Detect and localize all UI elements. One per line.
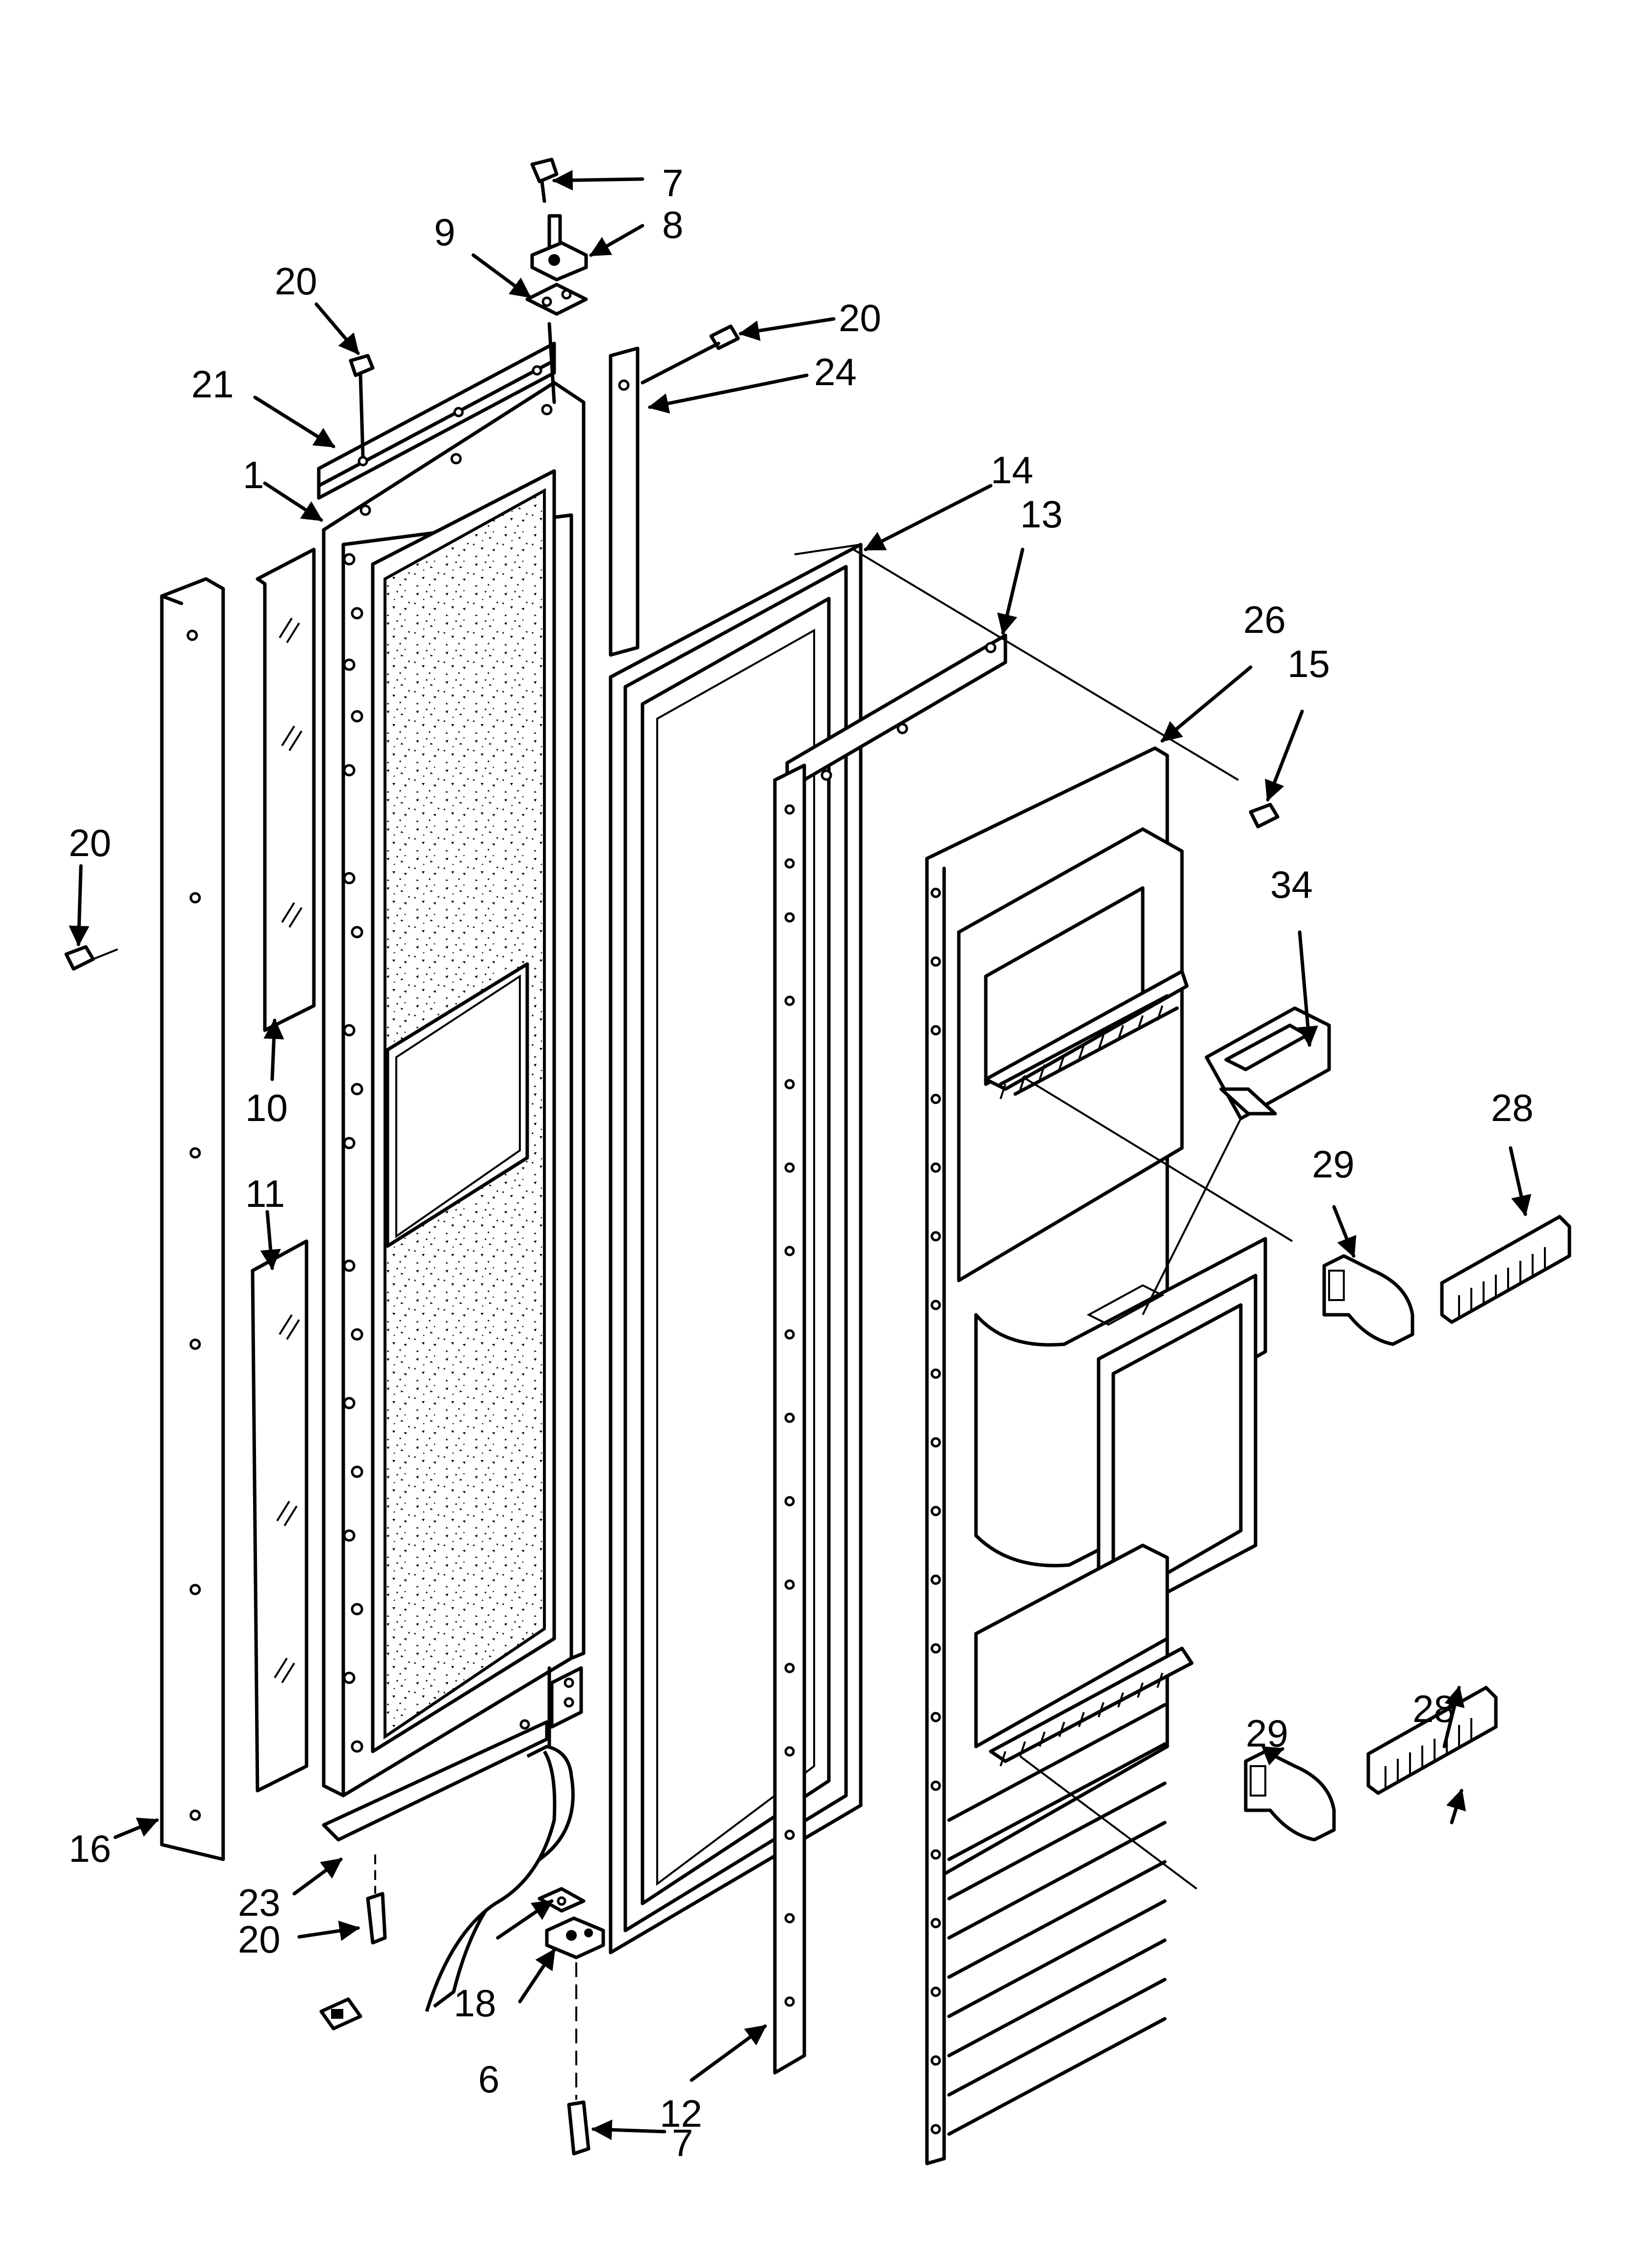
- callout-21: 21: [191, 363, 234, 406]
- callout-8: 8: [662, 203, 683, 246]
- callout-20-top-right: 20: [839, 296, 881, 339]
- strip-12-holes: [784, 804, 795, 2007]
- callout-12: 12: [660, 2092, 702, 2135]
- callout-28-lower: 28: [1412, 1687, 1455, 1730]
- callout-29-upper: 29: [1312, 1143, 1355, 1186]
- glass-panel-11: [251, 1239, 308, 1793]
- callout-14: 14: [991, 448, 1033, 492]
- callout-29-lower: 29: [1246, 1712, 1288, 1755]
- door-screw-holes: [343, 404, 553, 1753]
- callout-28-upper: 28: [1491, 1086, 1534, 1129]
- callout-18: 18: [454, 1981, 496, 2025]
- callout-20-top-left: 20: [275, 260, 317, 303]
- leader-lines: [69, 170, 1532, 2140]
- screw-20-top-left: [349, 354, 375, 458]
- callout-24: 24: [814, 350, 857, 393]
- screw-20-left: [64, 945, 118, 971]
- shim-9: [525, 283, 588, 404]
- callout-1: 1: [243, 453, 264, 496]
- shim-18: [538, 1887, 586, 1913]
- callout-34: 34: [1270, 863, 1313, 906]
- hinge-pin-8: [530, 214, 588, 282]
- callout-11: 11: [245, 1172, 285, 1215]
- door-panel-1: [322, 381, 586, 1798]
- lever-29-lower: [1244, 1749, 1336, 1842]
- door-liner-26: [852, 548, 1293, 2165]
- side-strip-12: [773, 763, 806, 2075]
- bottom-bracket-23: [322, 1719, 549, 1842]
- callout-16: 16: [69, 1827, 111, 1870]
- callout-13: 13: [1020, 493, 1063, 536]
- glass-panel-10: [256, 547, 316, 1032]
- hinge-plate-bottom: [550, 1666, 583, 1729]
- grille-28-upper: [1440, 1215, 1571, 1324]
- lever-29-upper: [1322, 1254, 1414, 1346]
- screw-20-bottom: [366, 1854, 387, 1945]
- callout-9: 9: [434, 210, 455, 254]
- screw-15: [1249, 803, 1280, 829]
- hinge-bracket-21: [317, 341, 556, 500]
- callout-6: 6: [478, 2058, 499, 2101]
- liner-bottom-ribs: [947, 1703, 1167, 2136]
- callout-15: 15: [1287, 642, 1330, 685]
- callout-20-left: 20: [69, 821, 111, 864]
- wire-harness: [319, 1666, 575, 2031]
- callout-labels: 7 8 9 20 20 24 21 1 14 13 26 15 34 20 10…: [69, 161, 1534, 2164]
- callout-10: 10: [245, 1086, 288, 1129]
- strip-24: [609, 346, 640, 657]
- callout-7-bottom: 7: [672, 2121, 693, 2164]
- callout-26: 26: [1243, 598, 1286, 641]
- hinge-6: [545, 1916, 605, 1959]
- screw-20-top-right: [641, 324, 740, 385]
- liner-holes: [930, 887, 941, 2135]
- callout-23: 23: [238, 1881, 281, 1924]
- callout-7-top: 7: [662, 161, 683, 205]
- trim-panel-16: [160, 577, 225, 1861]
- callout-20-bottom: 20: [238, 1918, 281, 1961]
- screw-7-bottom: [567, 1962, 590, 2156]
